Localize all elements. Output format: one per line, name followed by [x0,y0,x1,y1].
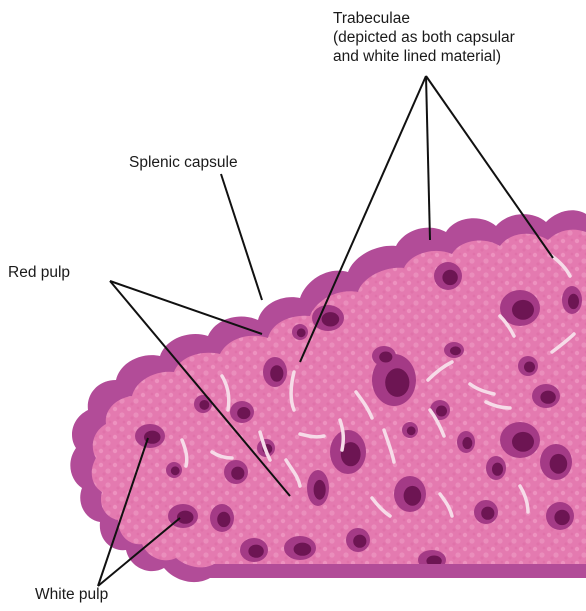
white-pulp-core [353,535,366,548]
white-pulp-core [481,507,494,520]
white-pulp-core [442,270,457,285]
trabeculae-label-line1: Trabeculae [333,9,515,28]
white-pulp-core [270,365,283,382]
white-pulp-core [404,486,422,506]
white-pulp-core [512,432,534,452]
white-pulp-core [177,511,194,524]
white-pulp-core [550,454,568,474]
white-pulp-core [540,391,555,404]
trabeculae-leader-2 [426,76,430,240]
splenic-capsule-label: Splenic capsule [129,153,238,172]
white-pulp-core [492,463,503,476]
white-pulp-core [450,346,461,355]
trabeculae-label: Trabeculae (depicted as both capsular an… [333,9,515,66]
white-pulp-core [407,426,416,435]
white-pulp-core [512,300,534,320]
white-pulp-core [314,480,326,500]
white-pulp-core [554,510,569,525]
white-pulp-core [171,466,180,475]
trabeculae-label-line2: (depicted as both capsular [333,28,515,47]
white-pulp-core [294,543,312,556]
white-pulp-core [322,312,340,326]
white-pulp-core [524,362,535,373]
white-pulp-core [436,406,447,417]
red-pulp-label: Red pulp [8,263,70,282]
white-pulp-core [462,437,472,449]
splenic-tissue [70,210,586,582]
white-pulp-core [217,512,230,527]
white-pulp-label: White pulp [35,585,108,604]
white-pulp-core [199,400,209,410]
white-pulp-core [568,294,579,309]
trabeculae-label-line3: and white lined material) [333,47,515,66]
white-pulp-core [379,352,392,363]
white-pulp-core [297,328,306,337]
white-pulp-core [248,545,263,558]
white-pulp-core [231,467,244,480]
white-pulp-core [385,368,409,397]
white-pulp-core [237,407,250,419]
splenic-capsule-leader [221,174,262,300]
